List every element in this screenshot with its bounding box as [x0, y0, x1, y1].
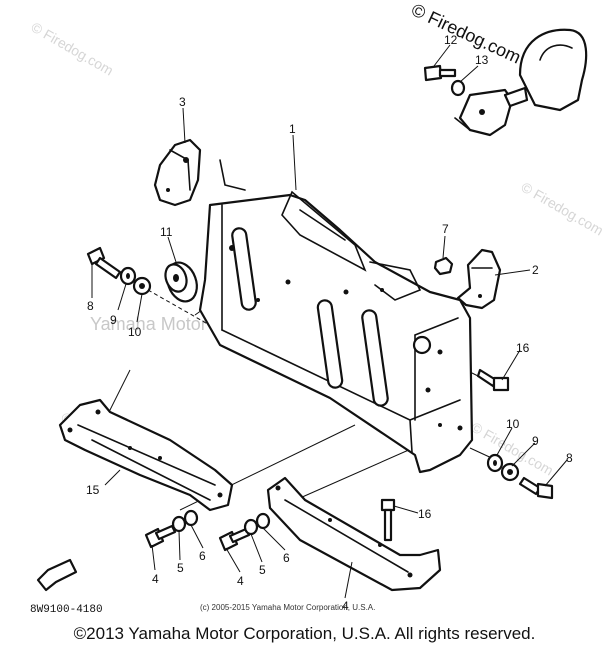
callout-leaders [91, 44, 568, 599]
part-16-bolt-upper [476, 368, 510, 392]
left-bolt-set [86, 246, 152, 296]
lower-right-cross-member [266, 476, 442, 592]
callout-12: 12 [444, 33, 458, 47]
callout-8a: 8 [87, 299, 94, 313]
callout-4b: 4 [237, 574, 244, 588]
part-3-mount-bracket [153, 138, 202, 207]
diagram-code: 8W9100-4180 [30, 604, 103, 616]
callout-3: 3 [179, 95, 186, 109]
callout-15: 15 [86, 483, 100, 497]
callout-9b: 9 [532, 434, 539, 448]
watermark-right-top: © Firedog.com [519, 179, 607, 239]
part-11-damper [164, 261, 198, 303]
footer-copyright: ©2013 Yamaha Motor Corporation, U.S.A. A… [73, 624, 536, 643]
callout-11: 11 [160, 225, 173, 239]
callout-8b: 8 [566, 451, 573, 465]
part-15-cross-member [58, 398, 234, 512]
lower-left-bolt-set [144, 509, 199, 549]
part-2-mount-bracket [456, 248, 502, 310]
watermark-top-left: © Firedog.com [29, 19, 117, 79]
front-arrow-icon [36, 558, 78, 592]
callout-10b: 10 [506, 417, 520, 431]
callout-2: 2 [532, 263, 539, 277]
part-7-nut [433, 256, 454, 276]
handle-assembly [423, 28, 588, 137]
callout-4c: 4 [342, 599, 349, 613]
callout-16b: 16 [418, 507, 432, 521]
callout-6b: 6 [283, 551, 290, 565]
part-1-main-bracket [198, 159, 474, 474]
callout-1: 1 [289, 122, 296, 136]
callout-6a: 6 [199, 549, 206, 563]
callout-16a: 16 [516, 341, 530, 355]
brand-watermark: © Firedog.com [408, 0, 524, 68]
callout-4a: 4 [152, 572, 159, 586]
callout-9a: 9 [110, 313, 117, 327]
part-16-bolt-lower [380, 498, 396, 542]
small-copyright: (c) 2005-2015 Yamaha Motor Corporation, … [200, 603, 375, 612]
lower-middle-bolt-set [218, 512, 271, 552]
callout-7: 7 [442, 222, 449, 236]
callout-13: 13 [475, 53, 489, 67]
callout-5a: 5 [177, 561, 184, 575]
callout-5b: 5 [259, 563, 266, 577]
right-bolt-set [486, 453, 554, 500]
callout-10a: 10 [128, 325, 142, 339]
